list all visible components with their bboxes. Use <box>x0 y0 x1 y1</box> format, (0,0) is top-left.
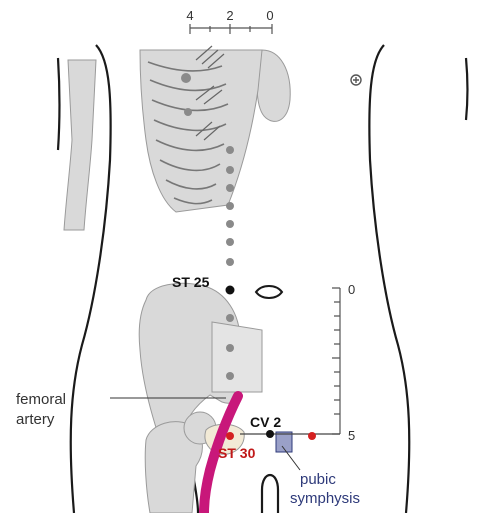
rib-point <box>184 108 192 116</box>
st30-point <box>226 432 234 440</box>
top-scale-tick-4: 4 <box>186 8 193 23</box>
meridian-point <box>226 220 234 228</box>
meridian-point <box>226 258 234 266</box>
right-scale-tick-5: 5 <box>348 428 355 443</box>
st25-point <box>226 286 235 295</box>
navel-icon <box>256 286 282 298</box>
right-shoulder-bone <box>257 50 290 121</box>
scale-top <box>190 24 272 34</box>
cv2-point <box>266 430 274 438</box>
pubic-label-line2: symphysis <box>290 490 360 507</box>
top-scale-tick-2: 2 <box>226 8 233 23</box>
right-scale-tick-0: 0 <box>348 282 355 297</box>
meridian-point <box>226 166 234 174</box>
cv2-label: CV 2 <box>250 414 281 430</box>
left-arm-bones <box>64 60 96 230</box>
right-arm-outline <box>466 58 468 120</box>
femoral-label-line2: artery <box>16 411 55 428</box>
meridian-point <box>226 184 234 192</box>
femoral-label-line1: femoral <box>16 391 66 408</box>
rib-point <box>181 73 191 83</box>
right-torso-outline <box>369 45 409 513</box>
top-scale-tick-0: 0 <box>266 8 273 23</box>
st25-label: ST 25 <box>172 274 210 290</box>
meridian-point <box>226 238 234 246</box>
scale-right <box>332 288 340 434</box>
meridian-point <box>226 202 234 210</box>
st30-label: ST 30 <box>218 445 256 461</box>
left-arm-outline <box>58 58 60 150</box>
pubic-label-line1: pubic <box>300 471 336 488</box>
sacrum <box>212 322 262 392</box>
meridian-point <box>226 372 234 380</box>
meridian-point <box>226 314 234 322</box>
genital-outline <box>262 475 278 513</box>
meridian-point <box>226 146 234 154</box>
meridian-point <box>226 344 234 352</box>
lateral-red-point <box>308 432 316 440</box>
nipple-icon <box>351 75 361 85</box>
